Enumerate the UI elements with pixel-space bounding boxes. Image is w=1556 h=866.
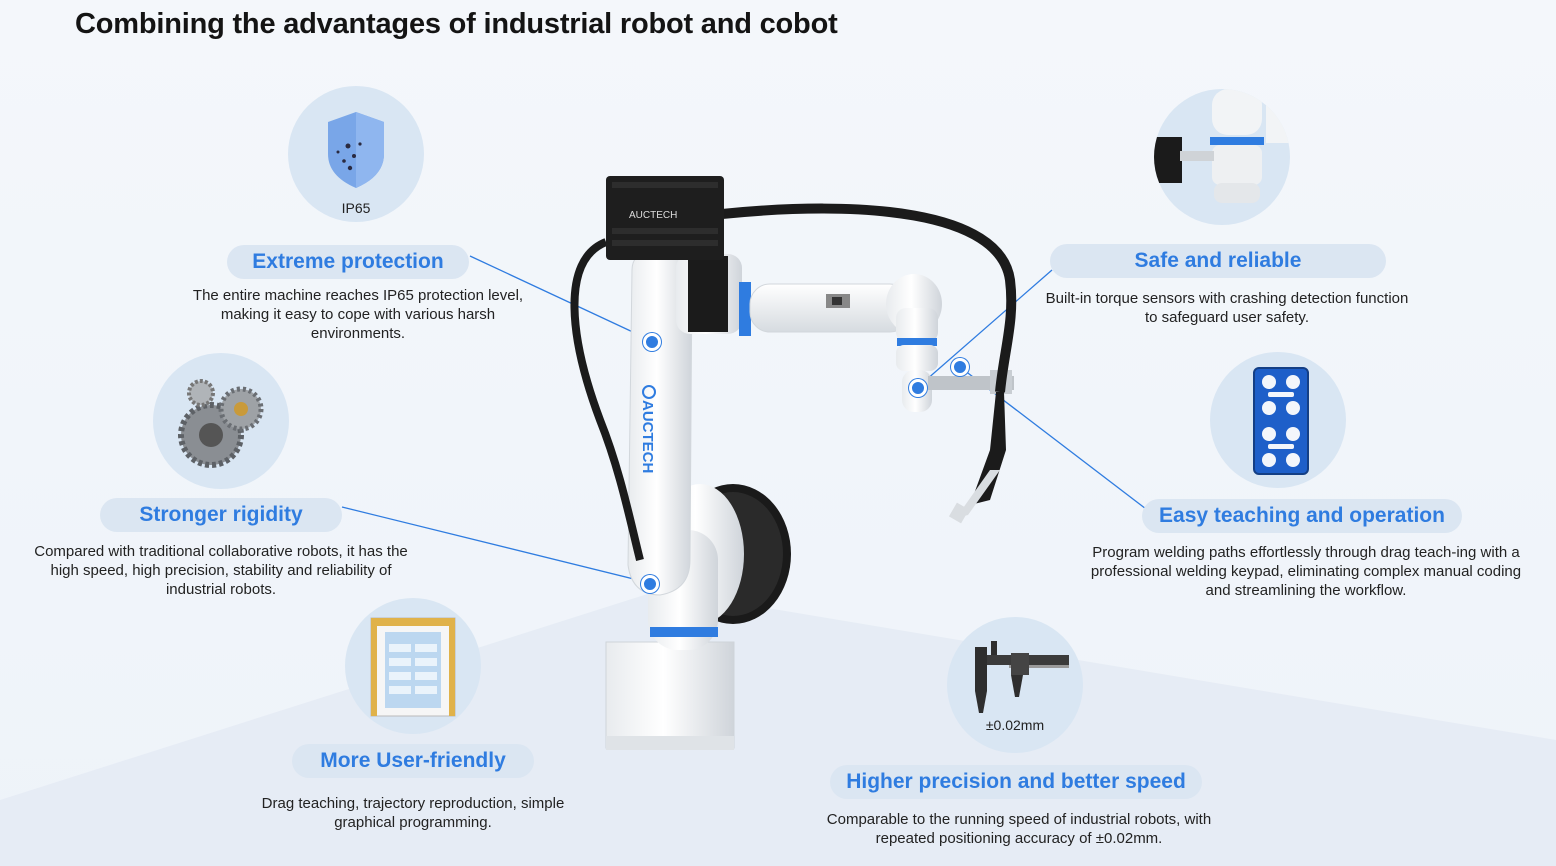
protection-image: IP65: [288, 86, 424, 222]
precision-heading: Higher precision and better speed: [830, 765, 1202, 799]
precision-badge: ±0.02mm: [985, 717, 1045, 733]
robot-wrist-icon: [1154, 89, 1290, 203]
friendly-heading: More User-friendly: [292, 744, 534, 778]
page-title: Combining the advantages of industrial r…: [75, 8, 838, 40]
protection-dot: [643, 333, 661, 351]
robot-arm-brand: AUCTECH: [639, 400, 656, 473]
teaching-dot: [951, 358, 969, 376]
rigidity-dot: [641, 575, 659, 593]
welding-keypad-icon: [1253, 367, 1309, 475]
friendly-desc: Drag teaching, trajectory reproduction, …: [261, 795, 565, 831]
rigidity-image: [153, 353, 289, 489]
protection-desc: The entire machine reaches IP65 protecti…: [192, 287, 524, 342]
precision-desc: Comparable to the running speed of indus…: [826, 811, 1212, 847]
precision-image: ±0.02mm: [947, 617, 1083, 753]
teaching-heading: Easy teaching and operation: [1142, 499, 1462, 533]
friendly-image: [345, 598, 481, 734]
ip65-label: IP65: [341, 200, 371, 216]
protection-heading: Extreme protection: [227, 245, 469, 279]
safe-heading: Safe and reliable: [1050, 244, 1386, 278]
teaching-desc: Program welding paths effortlessly throu…: [1090, 544, 1522, 599]
shield-icon: [328, 112, 384, 188]
rigidity-heading: Stronger rigidity: [100, 498, 342, 532]
caliper-icon: [975, 641, 1069, 713]
safe-desc: Built-in torque sensors with crashing de…: [1045, 290, 1409, 326]
teaching-image: [1210, 352, 1346, 488]
robot-box-brand: AUCTECH: [629, 210, 677, 221]
rigidity-desc: Compared with traditional collaborative …: [34, 543, 408, 598]
gear-icon: [178, 379, 264, 468]
safe-dot: [909, 379, 927, 397]
software-screen-icon: [370, 617, 456, 717]
safe-image: [1154, 89, 1290, 225]
